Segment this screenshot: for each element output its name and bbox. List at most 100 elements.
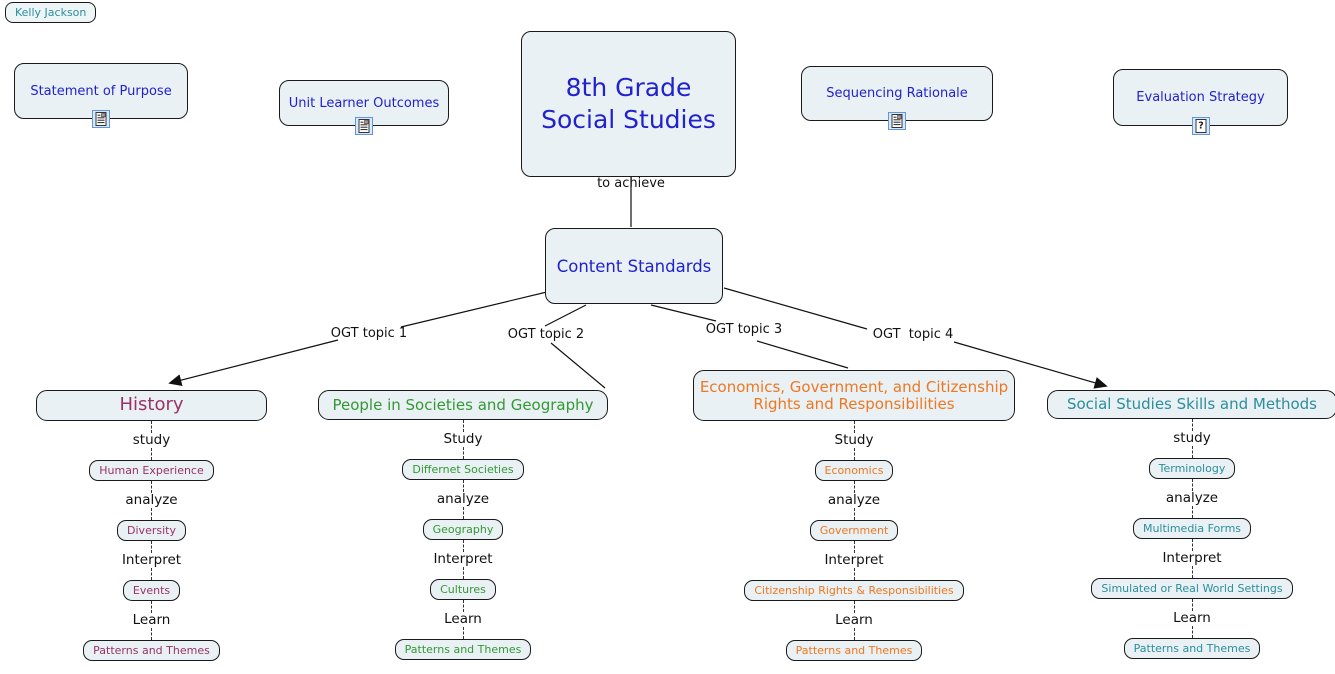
author-label: Kelly Jackson: [15, 6, 87, 19]
link-line: [151, 481, 152, 493]
linking-phrase-ogt-topic-2[interactable]: OGT topic 2: [507, 327, 585, 342]
concept-node[interactable]: Cultures: [430, 579, 496, 600]
concept-node[interactable]: Patterns and Themes: [785, 640, 923, 661]
branch-people-in-societies: People in Societies and Geography Study …: [318, 390, 608, 660]
link-line: [462, 447, 464, 459]
link-line: [462, 567, 464, 579]
linking-phrase[interactable]: Interpret: [824, 552, 884, 568]
linking-phrase-to-achieve[interactable]: to achieve: [597, 176, 665, 191]
link-line: [151, 541, 152, 553]
link-line: [1191, 539, 1193, 551]
concept-node[interactable]: Diversity: [117, 520, 186, 541]
concept-node[interactable]: Patterns and Themes: [1123, 638, 1261, 659]
node-main-8th-grade-social-studies[interactable]: 8th Grade Social Studies: [521, 31, 736, 177]
link-line: [462, 507, 464, 519]
node-label: Unit Learner Outcomes: [288, 95, 440, 111]
link-line: [462, 480, 464, 492]
node-content-standards[interactable]: Content Standards: [545, 228, 723, 304]
linking-phrase[interactable]: Interpret: [433, 551, 493, 567]
link-line: [853, 481, 855, 493]
linking-phrase-ogt-topic-1[interactable]: OGT topic 1: [330, 326, 408, 341]
concept-label: History: [119, 394, 184, 416]
branch-social-studies-skills: Social Studies Skills and Methods study …: [1047, 390, 1335, 659]
concept-label: Economics, Government, and Citizenship R…: [699, 377, 1009, 413]
concept-label: Social Studies Skills and Methods: [1066, 395, 1317, 414]
linking-phrase-ogt-topic-3[interactable]: OGT topic 3: [705, 322, 783, 337]
linking-phrase[interactable]: Study: [443, 431, 483, 447]
link-line: [462, 420, 464, 432]
link-line: [853, 448, 855, 460]
question-resource-icon[interactable]: ?: [1191, 117, 1210, 135]
concept-node-history[interactable]: History: [36, 390, 267, 421]
concept-node[interactable]: Simulated or Real World Settings: [1091, 578, 1293, 599]
concept-node[interactable]: Patterns and Themes: [83, 640, 220, 661]
link-line: [853, 628, 855, 640]
link-line: [853, 508, 855, 520]
branch-economics-government: Economics, Government, and Citizenship R…: [693, 370, 1015, 661]
main-title: 8th Grade Social Studies: [541, 73, 716, 134]
link-line: [1191, 506, 1193, 518]
linking-phrase[interactable]: analyze: [827, 492, 881, 508]
concept-node[interactable]: Events: [122, 580, 181, 601]
linking-phrase-ogt-topic-4[interactable]: OGT topic 4: [872, 327, 954, 342]
svg-text:?: ?: [1198, 121, 1204, 132]
document-resource-icon[interactable]: [92, 110, 110, 128]
node-label: Sequencing Rationale: [826, 86, 968, 101]
linking-phrase[interactable]: analyze: [1165, 490, 1219, 506]
author-node[interactable]: Kelly Jackson: [5, 2, 97, 23]
link-line: [151, 601, 152, 613]
link-line: [853, 421, 855, 433]
node-unit-learner-outcomes[interactable]: Unit Learner Outcomes: [279, 80, 449, 135]
link-line: [151, 421, 152, 433]
link-line: [462, 627, 464, 639]
concept-label: People in Societies and Geography: [332, 395, 594, 414]
branch-history: History study Human Experience analyze D…: [36, 390, 267, 661]
concept-node[interactable]: Multimedia Forms: [1132, 518, 1252, 539]
linking-phrase[interactable]: Learn: [835, 612, 873, 628]
link-line: [151, 568, 152, 580]
linking-phrase[interactable]: Interpret: [1162, 550, 1222, 566]
concept-node-social-studies-skills[interactable]: Social Studies Skills and Methods: [1047, 390, 1335, 419]
node-statement-of-purpose[interactable]: Statement of Purpose: [14, 63, 188, 128]
concept-node[interactable]: Geography: [422, 519, 504, 540]
concept-node[interactable]: Patterns and Themes: [394, 639, 532, 660]
linking-phrase[interactable]: study: [132, 432, 171, 448]
concept-node[interactable]: Human Experience: [89, 460, 214, 481]
node-sequencing-rationale[interactable]: Sequencing Rationale: [801, 66, 993, 130]
linking-phrase[interactable]: Learn: [444, 611, 482, 627]
concept-node[interactable]: Terminology: [1148, 458, 1236, 479]
linking-phrase[interactable]: Interpret: [121, 552, 182, 568]
linking-phrase[interactable]: analyze: [436, 491, 490, 507]
document-resource-icon[interactable]: [355, 117, 373, 135]
linking-phrase[interactable]: Study: [834, 432, 874, 448]
link-line: [462, 600, 464, 612]
concept-node-economics-government[interactable]: Economics, Government, and Citizenship R…: [693, 370, 1015, 421]
concept-node[interactable]: Economics: [814, 460, 894, 481]
link-line: [462, 540, 464, 552]
concept-node[interactable]: Government: [809, 520, 899, 541]
node-label: Statement of Purpose: [30, 83, 172, 99]
link-line: [853, 541, 855, 553]
link-line: [1191, 479, 1193, 491]
linking-phrase[interactable]: analyze: [125, 492, 178, 508]
document-resource-icon[interactable]: [888, 112, 906, 130]
link-line: [151, 448, 152, 460]
linking-phrase[interactable]: Learn: [132, 612, 171, 628]
link-line: [151, 628, 152, 640]
concept-node[interactable]: Differnet Societies: [402, 459, 524, 480]
linking-phrase[interactable]: Learn: [1173, 610, 1211, 626]
node-label: Evaluation Strategy: [1136, 90, 1265, 105]
link-line: [853, 568, 855, 580]
link-line: [1191, 566, 1193, 578]
concept-node-people-in-societies[interactable]: People in Societies and Geography: [318, 390, 608, 420]
concept-node[interactable]: Citizenship Rights & Responsibilities: [744, 580, 964, 601]
node-evaluation-strategy[interactable]: Evaluation Strategy ?: [1113, 69, 1288, 135]
link-line: [1191, 446, 1193, 458]
link-line: [151, 508, 152, 520]
link-line: [853, 601, 855, 613]
link-line: [1191, 599, 1193, 611]
linking-phrase[interactable]: study: [1173, 430, 1211, 446]
link-line: [1191, 419, 1193, 431]
